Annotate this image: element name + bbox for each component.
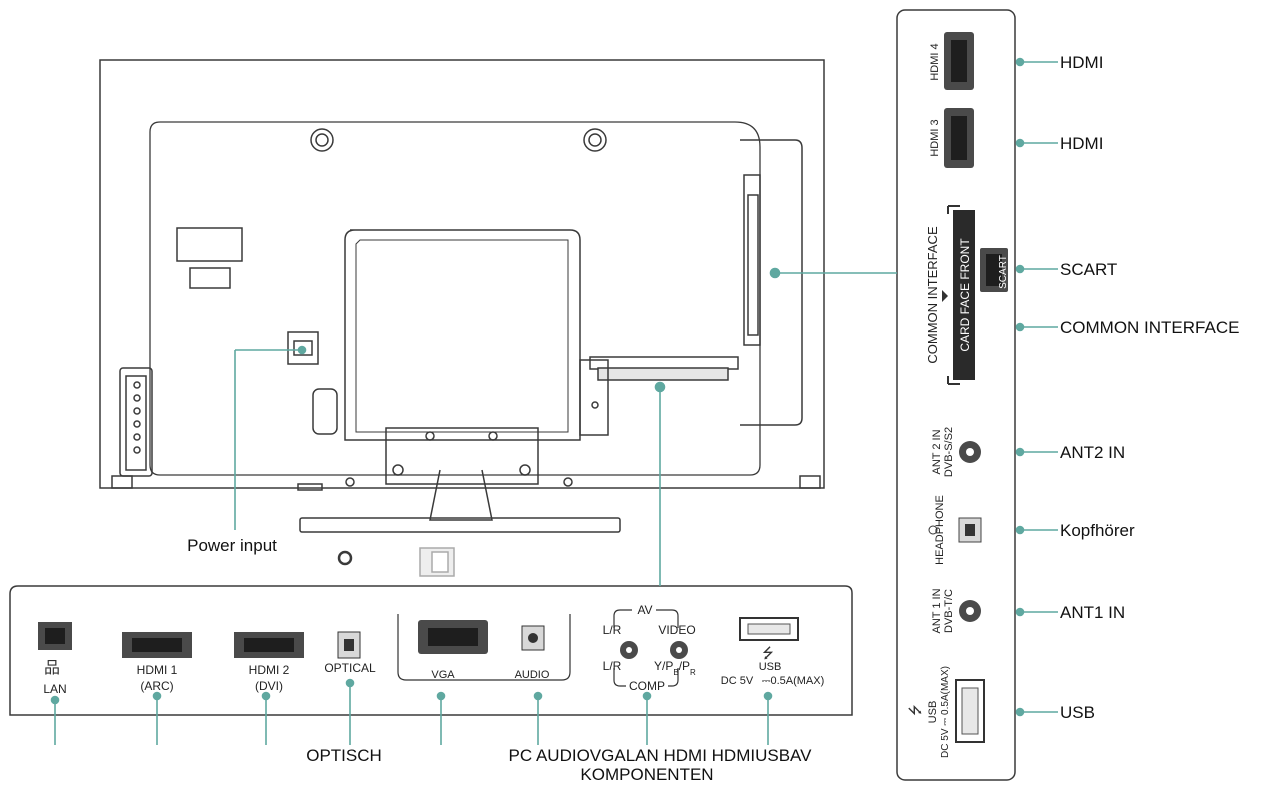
usb-icon: ⭍	[907, 704, 923, 716]
side-panel: HDMI 4 HDMI 3 CARD FACE FRONT COMMON INT…	[896, 9, 1016, 781]
hdmi2-label-line1: HDMI 2	[249, 663, 290, 677]
hdmi2-label-line2: (DVI)	[255, 679, 283, 693]
hdmi1-label-line1: HDMI 1	[137, 663, 178, 677]
hdmi1-label-line2: (ARC)	[140, 679, 173, 693]
vga-label: VGA	[431, 669, 455, 681]
usb-callout: USB	[1060, 703, 1095, 722]
common-interface-callout: COMMON INTERFACE	[1060, 318, 1239, 337]
scart-callout: SCART	[1060, 260, 1117, 279]
scart-vert-label: SCART	[998, 255, 1009, 289]
comp-label: COMP	[629, 679, 665, 693]
usb-icon: ⭍	[762, 645, 774, 661]
headphone-label: HEADPHONE	[934, 495, 946, 565]
lan-icon: 品	[44, 660, 60, 677]
side-usb-line1: USB	[927, 701, 939, 724]
ant2-line2: DVB-S/S2	[943, 427, 955, 477]
komponenten-callout: KOMPONENTEN	[580, 765, 713, 784]
bottom-dc5v-label: DC 5V	[721, 675, 754, 687]
ant2-line1: ANT 2 IN	[931, 429, 943, 474]
lr-bottom-label: L/R	[603, 659, 622, 673]
bottom-usb-label: USB	[759, 661, 782, 673]
lan-label: LAN	[43, 682, 66, 696]
ant2-in-callout: ANT2 IN	[1060, 443, 1125, 462]
bottom-usb-rating: ⎓0.5A(MAX)	[762, 675, 825, 687]
bottom-panel: 品 LAN HDMI 1 (ARC) HDMI 2 (DVI) OPTICAL …	[9, 585, 853, 716]
optisch-callout: OPTISCH	[306, 746, 382, 765]
hdmi-second-callout: HDMI	[1060, 134, 1103, 153]
audio-label: AUDIO	[515, 669, 550, 681]
video-label: VIDEO	[658, 623, 695, 637]
ant1-in-callout: ANT1 IN	[1060, 603, 1125, 622]
hdmi3-label: HDMI 3	[929, 119, 941, 156]
lr-top-label: L/R	[603, 623, 622, 637]
hdmi-top-callout: HDMI	[1060, 53, 1103, 72]
headphone-icon	[928, 525, 938, 535]
card-face-front-label: CARD FACE FRONT	[958, 238, 972, 352]
side-usb-line2: DC 5V ⎓ 0.5A(MAX)	[940, 666, 951, 758]
callouts: Power input OPTISCH PC AUDIOVGALAN HDMI …	[187, 53, 1239, 784]
optical-label: OPTICAL	[324, 661, 376, 675]
leader-lines	[50, 57, 1058, 745]
ypbpr-label: Y/PB/PR	[654, 659, 696, 677]
ant1-line1: ANT 1 IN	[931, 588, 943, 633]
common-interface-slot	[953, 210, 975, 380]
bottom-run-callout: PC AUDIOVGALAN HDMI HDMIUSBAV	[509, 746, 813, 765]
hdmi4-label: HDMI 4	[929, 43, 941, 80]
common-interface-vert-label: COMMON INTERFACE	[925, 226, 940, 364]
power-input-callout: Power input	[187, 536, 277, 555]
av-label: AV	[637, 603, 652, 617]
tv-back	[99, 59, 825, 577]
kopfhoerer-callout: Kopfhörer	[1060, 521, 1135, 540]
ant1-line2: DVB-T/C	[943, 589, 955, 633]
